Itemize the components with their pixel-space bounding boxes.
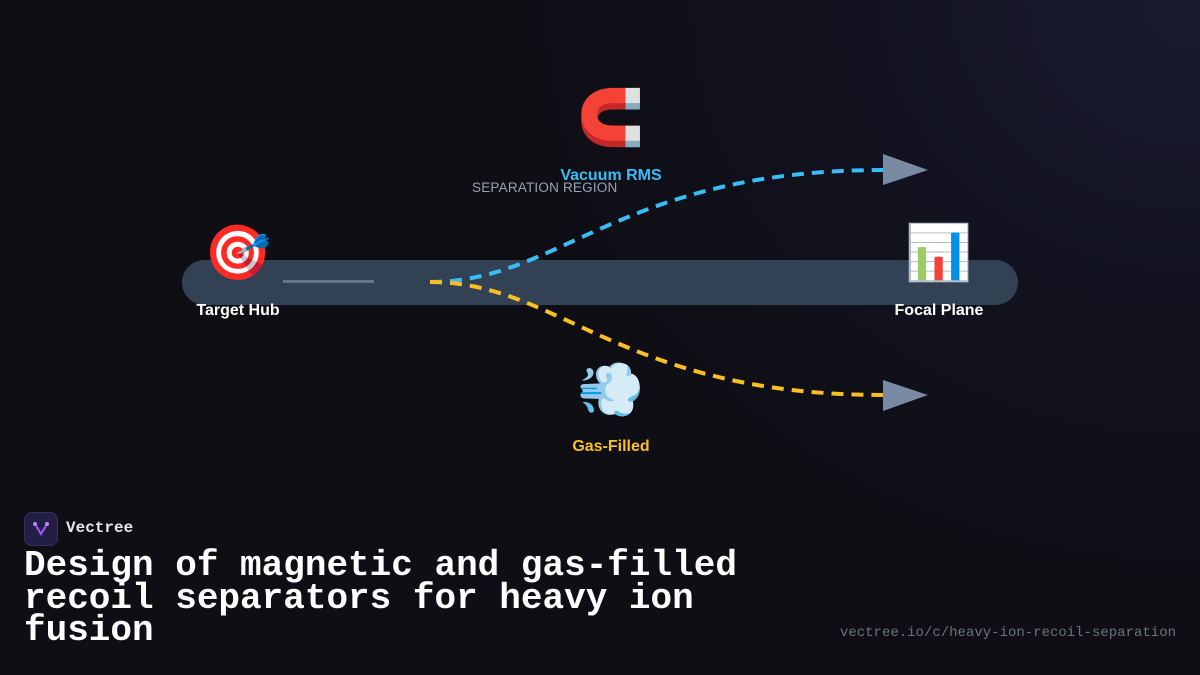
gas-filled-path (429, 280, 884, 397)
bar-chart-icon: 📊 (905, 223, 973, 283)
vacuum-path (429, 168, 884, 284)
brand-name: Vectree (66, 519, 134, 537)
vectree-logo-icon (24, 512, 58, 546)
beam-segment (283, 280, 374, 283)
vacuum-arrowhead (883, 154, 928, 185)
source-url: vectree.io/c/heavy-ion-recoil-separation (839, 625, 1176, 641)
gas-filled-arrowhead (883, 380, 928, 411)
gas-filled-label: Gas-Filled (572, 438, 650, 455)
focal-plane-label: Focal Plane (894, 302, 984, 319)
target-icon: 🎯 (204, 223, 272, 283)
page-title: Design of magnetic and gas-filled recoil… (24, 545, 737, 651)
magnet-icon: 🧲 (577, 88, 645, 148)
target-hub-label: Target Hub (196, 302, 280, 319)
vacuum-rms-label: Vacuum RMS (560, 167, 662, 184)
separation-region-label: SEPARATION REGION (472, 180, 618, 195)
wind-icon: 💨 (577, 360, 645, 420)
